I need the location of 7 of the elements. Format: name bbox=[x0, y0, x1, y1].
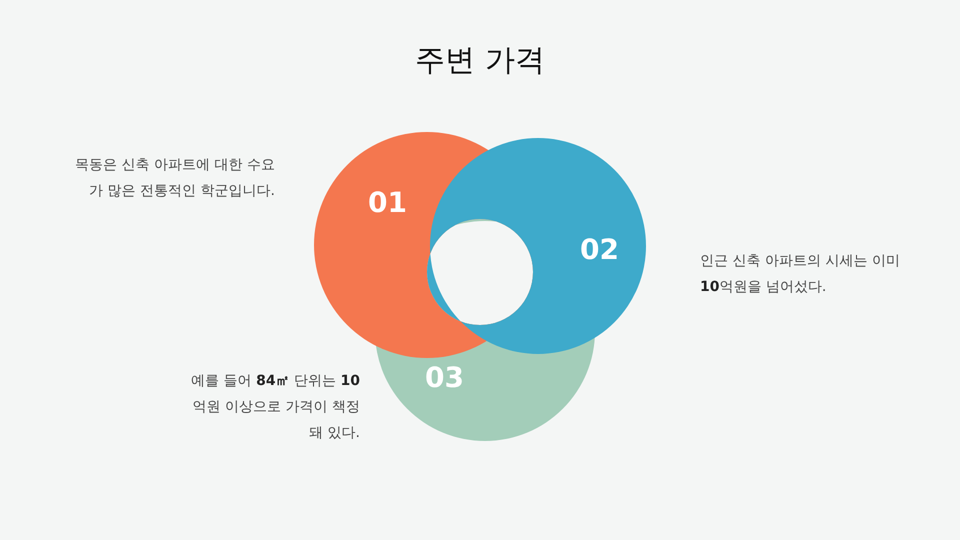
step-number: 02 bbox=[580, 233, 619, 266]
description-text: 인근 신축 아파트의 시세는 이미 10억원을 넘어섰다. bbox=[700, 252, 900, 297]
title: 주변 가격 bbox=[415, 42, 545, 80]
step-number: 03 bbox=[425, 361, 464, 394]
step-number: 01 bbox=[368, 186, 407, 219]
description-text: 목동은 신축 아파트에 대한 수요가 많은 전통적인 학군입니다. bbox=[74, 156, 275, 201]
description-text: 예를 들어 84㎡ 단위는 10억원 이상으로 가격이 책정돼 있다. bbox=[190, 372, 360, 443]
